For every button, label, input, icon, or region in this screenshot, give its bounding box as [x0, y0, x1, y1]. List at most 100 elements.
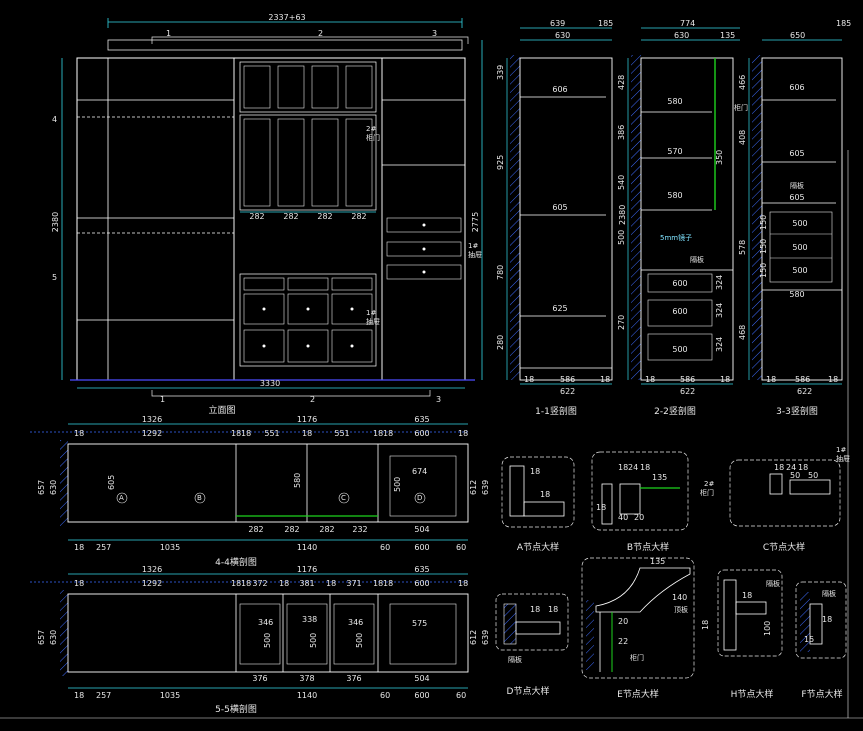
- p44-2nd-3: 18: [231, 429, 241, 438]
- s1-bot-2: 586: [560, 375, 575, 384]
- p44-mid-3: 500: [393, 477, 402, 492]
- s2-left-5: 270: [617, 315, 626, 330]
- p55-2nd-6: 18: [279, 579, 289, 588]
- s2-right-3: 324: [715, 303, 724, 318]
- p44-top-2: 1176: [297, 415, 317, 424]
- s3-left-4: 468: [738, 325, 747, 340]
- marker-top-3: 3: [432, 29, 437, 38]
- detail-e-dim-4: 22: [618, 637, 628, 646]
- detail-h-dim-3: 18: [701, 620, 710, 630]
- detail-b-dim-1: 18: [618, 463, 628, 472]
- detail-f-dim-1: 18: [822, 615, 832, 624]
- s2-left-1: 428: [617, 75, 626, 90]
- p55-2nd-13: 18: [458, 579, 468, 588]
- detail-b: 18 24 18 135 40 20 18 2# 柜门 B节点大样: [591, 451, 714, 553]
- p44-right-1: 612: [469, 480, 478, 495]
- detail-h-note: 隔板: [766, 579, 780, 588]
- s3-top-2: 185: [836, 19, 851, 28]
- detail-b-dim-4: 135: [652, 473, 667, 482]
- p44-2nd-7: 551: [334, 429, 349, 438]
- s2-bot-2: 586: [680, 375, 695, 384]
- elevation-view: 2337+63 1 2 3 2: [51, 13, 483, 416]
- s3-shelf-4: 500: [792, 219, 807, 228]
- marker-top-2: 2: [318, 29, 323, 38]
- detail-e-note-1: 顶板: [674, 605, 688, 614]
- callout-a: A: [119, 494, 124, 502]
- detail-e-note-2: 柜门: [630, 653, 644, 662]
- p44-2nd-6: 18: [302, 429, 312, 438]
- detail-b-dim-3: 18: [640, 463, 650, 472]
- s2-mirror-label: 5mm镜子: [660, 233, 692, 242]
- marker-bottom-3: 3: [436, 395, 441, 404]
- s2-top-3: 135: [720, 31, 735, 40]
- p44-2nd-8: 18: [373, 429, 383, 438]
- detail-a-caption: A节点大样: [517, 541, 559, 553]
- p44-inner-1: 282: [248, 525, 263, 534]
- p55-2nd-10: 18: [373, 579, 383, 588]
- p55-bot-6: 600: [414, 691, 429, 700]
- p55-right-2: 639: [481, 630, 490, 645]
- s3-left-3: 578: [738, 240, 747, 255]
- detail-a-dim-2: 18: [540, 490, 550, 499]
- detail-c-dim-3: 18: [798, 463, 808, 472]
- p44-left-1: 657: [37, 480, 46, 495]
- detail-e-dim-1: 135: [650, 557, 665, 566]
- p55-bot-3: 1035: [160, 691, 180, 700]
- s2-note-shelf: 隔板: [690, 255, 704, 264]
- s2-bot-3: 18: [720, 375, 730, 384]
- p44-bot-5: 60: [380, 543, 390, 552]
- p44-top-3: 635: [414, 415, 429, 424]
- p44-2nd-10: 600: [414, 429, 429, 438]
- p55-left-1: 657: [37, 630, 46, 645]
- elev-bottom-dim: 3330: [260, 379, 280, 388]
- s3-left-1: 466: [738, 75, 747, 90]
- p55-mid-4: 500: [309, 633, 318, 648]
- s2-note-door: 柜门: [734, 103, 748, 112]
- s1-left-3: 925: [496, 155, 505, 170]
- section-3-caption: 3-3竖剖图: [776, 405, 818, 417]
- s3-left-2: 408: [738, 130, 747, 145]
- detail-c-note-1: 1#: [836, 446, 846, 454]
- p44-2nd-11: 18: [458, 429, 468, 438]
- detail-f: 18 15 隔板 F节点大样: [795, 581, 847, 700]
- elev-top-dim: 2337+63: [268, 13, 305, 22]
- p55-bot-4: 1140: [297, 691, 317, 700]
- s2-shelf-5: 600: [672, 307, 687, 316]
- plan55-caption: 5-5横剖图: [215, 703, 257, 715]
- s2-left-2: 386: [617, 125, 626, 140]
- p44-right-2: 639: [481, 480, 490, 495]
- drawer2-name: 抽屉: [468, 250, 482, 259]
- p55-2nd-3: 18: [231, 579, 241, 588]
- section-2-caption: 2-2竖剖图: [654, 405, 696, 417]
- s1-shelf-2: 605: [552, 203, 567, 212]
- s3-shelf-6: 500: [792, 266, 807, 275]
- p55-mid-7: 575: [412, 619, 427, 628]
- p44-bot-1: 18: [74, 543, 84, 552]
- p44-inner-4: 232: [352, 525, 367, 534]
- elevation-caption: 立面图: [208, 404, 235, 416]
- p44-2nd-9: 18: [383, 429, 393, 438]
- plan-5-5: 1326 1176 635 18 1292 18 18 372 18 381 1…: [30, 565, 490, 715]
- door-width-4: 282: [351, 212, 366, 221]
- detail-e: 135 140 20 22 顶板 柜门 E节点大样: [581, 557, 695, 700]
- s3-shelf-1: 606: [789, 83, 804, 92]
- detail-b-note-1: 2#: [704, 480, 714, 488]
- s3-bot-3: 18: [828, 375, 838, 384]
- s1-top-2: 185: [598, 19, 613, 28]
- s2-top-1: 774: [680, 19, 695, 28]
- drawer2-tag: 1#: [468, 242, 478, 250]
- s2-bot-4: 622: [680, 387, 695, 396]
- s3-top-1: 650: [790, 31, 805, 40]
- s2-left-3: 540: [617, 175, 626, 190]
- elev-right-dim: 2775: [471, 212, 480, 232]
- p55-2nd-9: 371: [346, 579, 361, 588]
- p55-left-2: 630: [49, 630, 58, 645]
- p44-bot-2: 257: [96, 543, 111, 552]
- detail-h-dim-2: 100: [763, 621, 772, 636]
- s2-bot-1: 18: [645, 375, 655, 384]
- p44-bot-3: 1035: [160, 543, 180, 552]
- p55-2nd-8: 18: [326, 579, 336, 588]
- p44-2nd-1: 18: [74, 429, 84, 438]
- p44-inner-3: 282: [319, 525, 334, 534]
- s2-shelf-3: 580: [667, 191, 682, 200]
